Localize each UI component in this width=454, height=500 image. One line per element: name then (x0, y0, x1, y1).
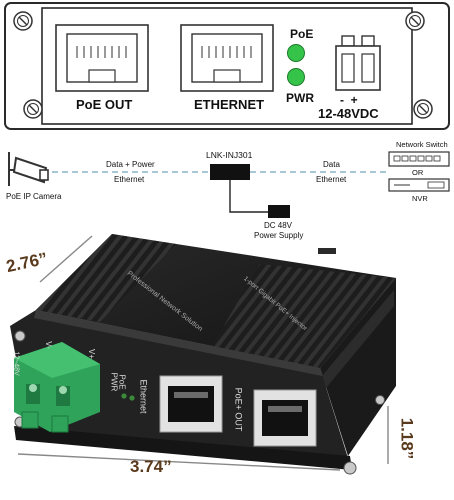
nvr-label: NVR (412, 194, 428, 203)
switch-icon (388, 151, 450, 167)
poe-out-port-label-product: PoE+ OUT (233, 387, 244, 432)
poe-led-label-product: PoE (117, 374, 127, 390)
injector-icon (210, 164, 250, 180)
injector-label: LNK-INJ301 (206, 150, 253, 160)
right-bottom-label: Ethernet (316, 175, 347, 184)
power-supply-icon (268, 205, 290, 218)
or-label: OR (412, 168, 424, 177)
pwr-led-label-product: PWR (109, 372, 119, 392)
poe-out-port-icon (55, 24, 149, 92)
connection-lines (0, 140, 454, 220)
left-bottom-label: Ethernet (114, 175, 145, 184)
terminal-minus-label: V- (43, 341, 53, 349)
product-device (0, 226, 454, 500)
camera-icon (6, 150, 52, 190)
width-dimension: 3.74” (130, 457, 172, 476)
pwr-led-icon (287, 68, 305, 86)
poe-out-label: PoE OUT (76, 97, 133, 112)
psu-line2-label: Power Supply (254, 231, 304, 240)
right-top-label: Data (323, 160, 340, 169)
terminal-plus-label: V+ (87, 348, 97, 360)
terminal-range-label: 12~48V (12, 351, 20, 376)
switch-label: Network Switch (396, 140, 448, 149)
psu-line1-label: DC 48V (264, 221, 293, 230)
pwr-led-label: PWR (286, 91, 314, 105)
camera-label: PoE IP Camera (6, 192, 62, 201)
panel-screw-icon (22, 98, 44, 120)
panel-screw-icon (412, 98, 434, 120)
ethernet-label: ETHERNET (194, 97, 265, 112)
dc-terminal-icon (334, 34, 382, 92)
panel-screw-icon (404, 10, 426, 32)
nvr-icon (388, 178, 450, 192)
dc-polarity-label: - + (340, 93, 358, 107)
ethernet-port-label-product: Ethernet (138, 379, 149, 414)
height-dimension: 1.18” (397, 417, 417, 460)
left-top-label: Data + Power (106, 160, 155, 169)
poe-led-icon (287, 44, 305, 62)
dc-range-label: 12-48VDC (318, 106, 379, 121)
panel-screw-icon (12, 10, 34, 32)
poe-led-label: PoE (290, 27, 314, 41)
ethernet-port-icon (180, 24, 274, 92)
